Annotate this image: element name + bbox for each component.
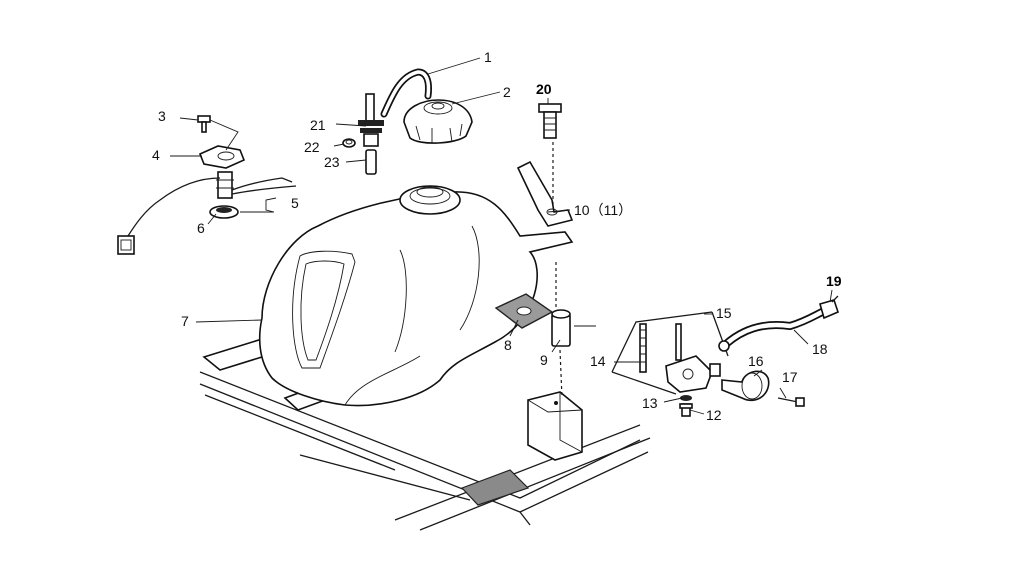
callout-1: 1 bbox=[484, 49, 492, 65]
callout-13: 13 bbox=[642, 395, 658, 411]
sensor-gasket bbox=[209, 205, 239, 219]
callout-9: 9 bbox=[540, 352, 548, 368]
hose-clamp bbox=[819, 295, 839, 320]
callout-12: 12 bbox=[706, 407, 722, 423]
callout-labels: 1 2 3 4 5 6 7 8 9 10（11） 12 13 14 15 16 … bbox=[152, 49, 842, 423]
callout-4: 4 bbox=[152, 147, 160, 163]
sensor-wire-harness bbox=[117, 177, 297, 255]
callout-10-11: 10（11） bbox=[574, 202, 632, 218]
frame-rubber-pad-front bbox=[460, 469, 530, 506]
mount-bolt bbox=[538, 103, 562, 139]
vent-valve-assembly bbox=[358, 93, 384, 175]
callout-2: 2 bbox=[503, 84, 511, 100]
rubber-pad bbox=[494, 293, 554, 329]
callout-20: 20 bbox=[536, 81, 552, 97]
tank-mount-bracket bbox=[527, 391, 583, 461]
sensor-flange bbox=[198, 145, 246, 169]
valve-lever bbox=[721, 370, 770, 402]
mount-axis-line-lower bbox=[559, 349, 563, 399]
callout-14: 14 bbox=[590, 353, 606, 369]
leader-lines bbox=[170, 57, 833, 415]
callout-18: 18 bbox=[812, 341, 828, 357]
fuel-hose bbox=[718, 308, 826, 352]
tank-bracket bbox=[516, 160, 574, 227]
valve-washer bbox=[680, 395, 692, 401]
callout-3: 3 bbox=[158, 108, 166, 124]
callout-7: 7 bbox=[181, 313, 189, 329]
callout-5: 5 bbox=[291, 195, 299, 211]
callout-8: 8 bbox=[504, 337, 512, 353]
lever-screw bbox=[777, 397, 805, 407]
fuel-filter-screen bbox=[639, 323, 647, 373]
frame-rails bbox=[199, 371, 651, 531]
vent-clip bbox=[342, 138, 356, 148]
callout-19: 19 bbox=[826, 273, 842, 289]
sensor-body bbox=[216, 171, 234, 199]
callout-21: 21 bbox=[310, 117, 326, 133]
sensor-screw bbox=[197, 115, 211, 133]
callout-15: 15 bbox=[716, 305, 732, 321]
callout-22: 22 bbox=[304, 139, 320, 155]
fuel-cock-pipe bbox=[675, 323, 682, 361]
callout-6: 6 bbox=[197, 220, 205, 236]
fuel-cap bbox=[403, 99, 473, 144]
callout-23: 23 bbox=[324, 154, 340, 170]
breather-hose bbox=[380, 68, 432, 118]
fuel-cock-valve bbox=[665, 355, 721, 393]
callout-16: 16 bbox=[748, 353, 764, 369]
collar bbox=[551, 309, 571, 347]
callout-17: 17 bbox=[782, 369, 798, 385]
